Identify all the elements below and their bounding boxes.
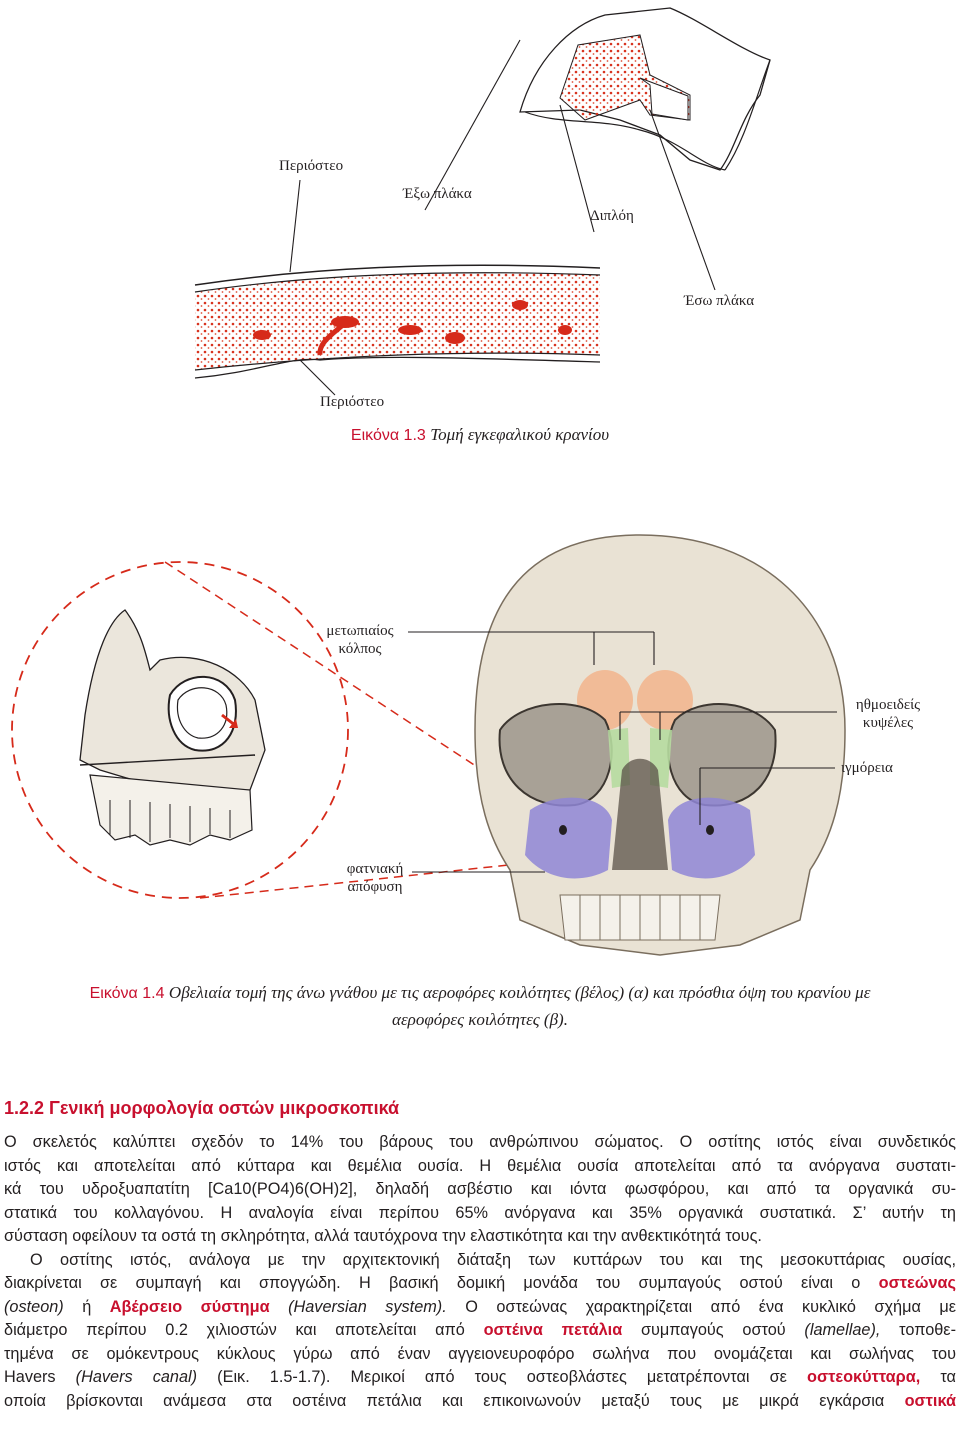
body-line-1: Ο σκελετός καλύπτει σχεδόν το 14% του βά… (4, 1133, 956, 1151)
term-lamellae-latin: (lamellae), (804, 1321, 881, 1339)
term-osteocytes: οστεοκύτταρα, (807, 1368, 921, 1386)
term-haversian-latin: (Haversian system). (288, 1297, 447, 1316)
body-line-9-b: συμπαγούς οστού (640, 1321, 786, 1339)
skull-front-illustration (11, 534, 846, 956)
body-line-9-c: τοποθε- (899, 1321, 956, 1339)
label-maxillary-sinus: ιγμόρεια (841, 760, 893, 776)
term-osseous: οστικά (904, 1391, 956, 1410)
term-osteon: οστεώνας (878, 1274, 956, 1292)
section-strip (194, 264, 601, 379)
body-line-11-b: (Εικ. 1.5-1.7). Μερικοί από τους οστεοβλ… (217, 1368, 787, 1386)
body-line-4: στατικά του κολλαγόνου. Η αναλογία είναι… (4, 1203, 956, 1222)
label-alveolar-line1: φατνιακή (346, 861, 404, 877)
body-line-9: διάμετρο περίπου 0.2 χιλιοστών και αποτε… (4, 1319, 956, 1343)
body-line-7-text: διακρίνεται σε συμπαγή και σπογγώδη. Η β… (4, 1274, 861, 1292)
body-line-8-or: ή (82, 1297, 92, 1316)
label-frontal-sinus-line2: κόλπος (338, 641, 382, 657)
label-periosteum-top: Περιόστεο (279, 158, 344, 174)
label-diploe: Διπλόη (590, 208, 634, 224)
body-line-10: τημένα σε ομόκεντρους κύκλους γύρω από έ… (4, 1344, 956, 1363)
section-block-detail (519, 7, 771, 171)
section-heading: 1.2.2 Γενική μορφολογία οστών μικροσκοπι… (4, 1098, 400, 1118)
body-line-3: κά του υδροξυαπατίτη [Ca10(PO4)6(OH)2], … (4, 1180, 956, 1198)
body-line-11: Havers (Havers canal) (Εικ. 1.5-1.7). Με… (4, 1366, 956, 1390)
figure-1-4-caption-line2: αεροφόρες κοιλότητες (β). (0, 1007, 960, 1034)
label-inner-plate: Έσω πλάκα (684, 293, 755, 309)
label-alveolar-process: φατνιακή απόφυση (340, 860, 410, 896)
body-line-11-c: τα (940, 1368, 956, 1386)
body-line-9-a: διάμετρο περίπου 0.2 χιλιοστών και αποτε… (4, 1321, 465, 1339)
body-line-12: οποία βρίσκονται ανάμεσα στα οστέινα πετ… (4, 1390, 956, 1414)
term-osteon-latin: (osteon) (4, 1297, 64, 1316)
figure-1-3-caption: Εικόνα 1.3 Τομή εγκεφαλικού κρανίου (0, 425, 960, 445)
label-ethmoid-cells: ηθμοειδείς κυψέλες (838, 696, 938, 732)
figure-1-4-caption-line1: Εικόνα 1.4 Οβελιαία τομή της άνω γνάθου … (0, 980, 960, 1007)
body-line-8-rest: Ο οστεώνας χαρακτηρίζεται από ένα κυκλικ… (465, 1297, 956, 1316)
label-frontal-sinus-line1: μετωπιαίος (326, 623, 394, 639)
caption-text: Οβελιαία τομή της άνω γνάθου με τις αερο… (168, 983, 871, 1002)
caption-number: Εικόνα 1.3 (350, 427, 426, 444)
label-ethmoid-line2: κυψέλες (862, 715, 914, 731)
label-alveolar-line2: απόφυση (347, 879, 403, 895)
term-lamellae: οστέινα πετάλια (483, 1321, 623, 1339)
caption-text-continued: αεροφόρες κοιλότητες (β). (392, 1010, 568, 1029)
body-line-5: σύσταση οφείλουν τα οστά τη σκληρότητα, … (4, 1227, 762, 1245)
body-line-12-a: οποία βρίσκονται ανάμεσα στα οστέινα πετ… (4, 1391, 885, 1410)
term-havers-canal: (Havers canal) (75, 1368, 198, 1386)
caption-number: Εικόνα 1.4 (89, 985, 165, 1002)
label-periosteum-bottom: Περιόστεο (320, 394, 385, 410)
body-line-8: (osteon) ή Αβέρσειο σύστημα (Haversian s… (4, 1296, 956, 1320)
maxilla-sagittal-section (79, 609, 266, 846)
label-frontal-sinus: μετωπιαίος κόλπος (318, 622, 402, 658)
figure-1-4-caption: Εικόνα 1.4 Οβελιαία τομή της άνω γνάθου … (0, 980, 960, 1034)
skull-section-illustration (194, 7, 771, 396)
caption-text: Τομή εγκεφαλικού κρανίου (430, 425, 610, 444)
body-line-11-a: Havers (4, 1368, 56, 1386)
body-line-2: ιστός και αποτελείται από κύτταρα και θε… (4, 1156, 956, 1175)
body-line-7: διακρίνεται σε συμπαγή και σπογγώδη. Η β… (4, 1272, 956, 1296)
label-ethmoid-line1: ηθμοειδείς (855, 697, 921, 713)
section-body: Ο σκελετός καλύπτει σχεδόν το 14% του βά… (4, 1131, 956, 1413)
skull-front-view (474, 534, 846, 956)
label-outer-plate: Έξω πλάκα (403, 186, 472, 202)
body-line-6: Ο οστίτης ιστός, ανάλογα με την αρχιτεκτ… (30, 1250, 956, 1269)
term-haversian-system: Αβέρσειο σύστημα (109, 1297, 270, 1316)
